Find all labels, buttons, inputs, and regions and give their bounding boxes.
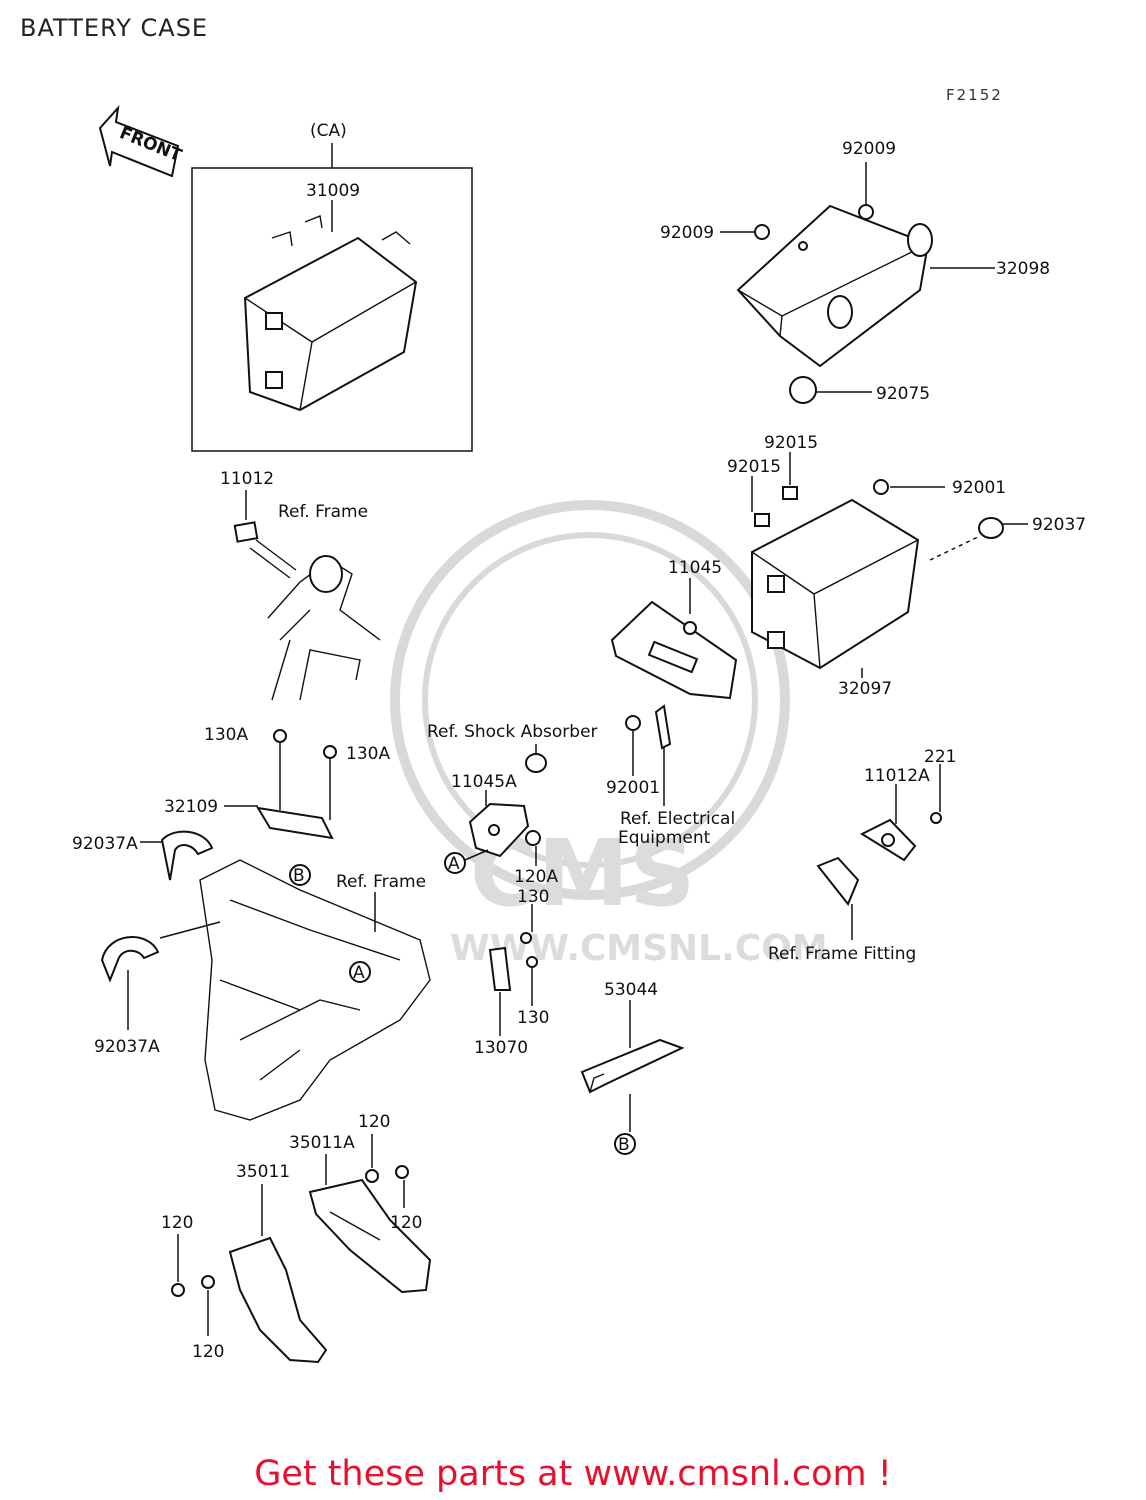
- rubber-92075: [789, 376, 817, 404]
- label-130-1: 130: [517, 887, 549, 907]
- label-ref-electrical-2: Equipment: [618, 828, 711, 848]
- bush-11045a: [525, 753, 547, 773]
- marker-b-2-label: B: [618, 1135, 630, 1155]
- fitting-group: [816, 764, 942, 940]
- screw-92009-top: [858, 204, 874, 220]
- label-130a-1: 130A: [204, 725, 248, 745]
- front-arrow: FRONT: [98, 104, 185, 178]
- label-11012: 11012: [220, 469, 274, 489]
- label-11012a: 11012A: [864, 766, 930, 786]
- watermark: CMS WWW.CMSNL.COM: [390, 500, 828, 969]
- label-130a-2: 130A: [346, 744, 390, 764]
- footer-shop-link[interactable]: Get these parts at www.cmsnl.com !: [254, 1454, 892, 1494]
- screw-92001-a: [873, 479, 889, 495]
- frame-sketch-top: [233, 490, 381, 701]
- bracket-35011a: [308, 1178, 432, 1294]
- marker-a-1: [349, 961, 371, 983]
- label-32097: 32097: [838, 679, 892, 699]
- bolt-130-2: [526, 956, 538, 968]
- screw-92001-b: [625, 715, 641, 731]
- label-ref-electrical-1: Ref. Electrical: [620, 809, 735, 829]
- label-92037a-2: 92037A: [94, 1037, 160, 1057]
- clip-92037a-bottom: [100, 936, 160, 983]
- label-32109: 32109: [164, 797, 218, 817]
- parts-diagram: CMS WWW.CMSNL.COM FRONT: [72, 104, 1086, 1364]
- label-92001-a: 92001: [952, 478, 1006, 498]
- label-ref-frame-2: Ref. Frame: [336, 872, 426, 892]
- cover-hinge-2: [907, 223, 933, 257]
- bolt-120a: [525, 830, 541, 846]
- label-35011a: 35011A: [289, 1133, 355, 1153]
- marker-a-2-label: A: [448, 854, 460, 874]
- case-32097: [610, 452, 1028, 700]
- label-92075: 92075: [876, 384, 930, 404]
- cover-32098: [720, 162, 995, 404]
- marker-b-2: [614, 1133, 636, 1155]
- screw-221: [930, 812, 942, 824]
- frame-assembly: B A: [100, 729, 431, 1121]
- label-120-4: 120: [192, 1342, 224, 1362]
- cover-32109: [256, 806, 334, 840]
- screw-92009-left: [754, 224, 770, 240]
- marker-a-2: [444, 852, 466, 874]
- label-11045: 11045: [668, 558, 722, 578]
- nut-92015-b: [782, 486, 798, 500]
- bolt-130-1: [520, 932, 532, 944]
- label-11045a: 11045A: [451, 772, 517, 792]
- label-ca: (CA): [310, 121, 347, 141]
- figure-code: F2152: [946, 86, 1003, 104]
- footrest-brackets: [171, 1134, 432, 1364]
- label-92037a-1: 92037A: [72, 834, 138, 854]
- watermark-url: WWW.CMSNL.COM: [450, 928, 828, 969]
- label-92009-top: 92009: [842, 139, 896, 159]
- label-ref-shock: Ref. Shock Absorber: [427, 722, 598, 742]
- label-221: 221: [924, 747, 956, 767]
- label-92015-a: 92015: [764, 433, 818, 453]
- cover-hinge-1: [827, 295, 853, 329]
- page-title: BATTERY CASE: [20, 14, 209, 42]
- label-ref-frame-1: Ref. Frame: [278, 502, 368, 522]
- label-92009-left: 92009: [660, 223, 714, 243]
- label-92037: 92037: [1032, 515, 1086, 535]
- pad-53044: B: [580, 1000, 685, 1155]
- label-13070: 13070: [474, 1038, 528, 1058]
- strap-ref-electrical: [654, 704, 672, 750]
- label-31009: 31009: [306, 181, 360, 201]
- label-130-2: 130: [517, 1008, 549, 1028]
- label-120-1: 120: [358, 1112, 390, 1132]
- label-120-2: 120: [390, 1213, 422, 1233]
- marker-b-1: [289, 864, 311, 886]
- case-slot-1: [265, 312, 283, 330]
- battery-case-31009-body: [243, 236, 418, 412]
- bracket-35011: [228, 1236, 328, 1364]
- pad-53044-body: [580, 1038, 685, 1094]
- label-120-3: 120: [161, 1213, 193, 1233]
- pipe-11012: [233, 521, 259, 543]
- label-92001-b: 92001: [606, 778, 660, 798]
- callout-labels: (CA) 31009 92009 92009 32098 92075 92015…: [72, 121, 1086, 1362]
- plate-13070: [488, 946, 512, 991]
- label-53044: 53044: [604, 980, 658, 1000]
- marker-b-1-label: B: [293, 866, 305, 886]
- bolt-130a-1: [273, 729, 287, 743]
- case-32097-body: [751, 498, 920, 670]
- bolt-130a-2: [323, 745, 337, 759]
- clip-92037: [978, 517, 1004, 539]
- label-92015-b: 92015: [727, 457, 781, 477]
- electrical-group: [625, 704, 672, 806]
- label-32098: 32098: [996, 259, 1050, 279]
- case-slot-2: [265, 371, 283, 389]
- clip-92037a-top: [160, 830, 214, 881]
- label-ref-frame-fitting: Ref. Frame Fitting: [768, 944, 916, 964]
- ca-box: [191, 143, 473, 452]
- ref-frame-fitting-plate: [816, 856, 860, 906]
- bracket-group-center: A: [444, 744, 547, 1036]
- marker-a-1-label: A: [353, 963, 365, 983]
- label-120a: 120A: [514, 867, 558, 887]
- nut-92015-a: [754, 513, 770, 527]
- label-35011: 35011: [236, 1162, 290, 1182]
